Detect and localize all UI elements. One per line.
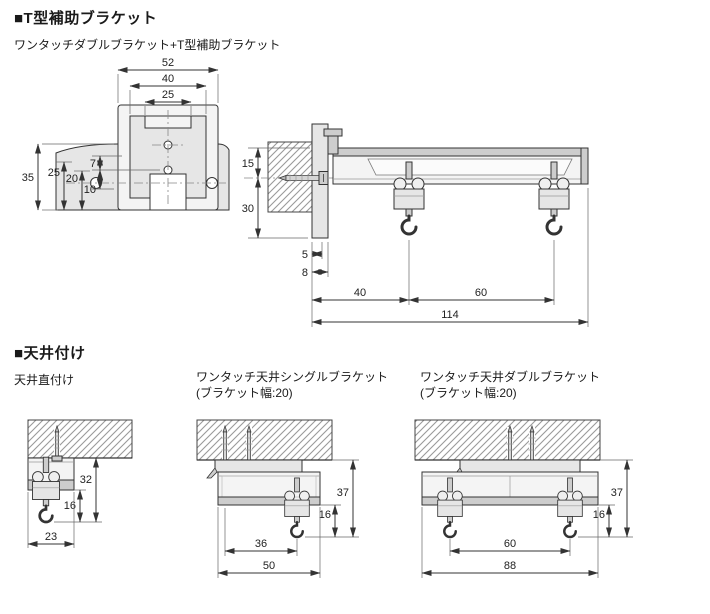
curtain-rail-side	[323, 128, 589, 185]
dim-side-runner-spacing: 60	[475, 287, 487, 299]
label-ceiling-double-line2: (ブラケット幅:20)	[420, 385, 517, 400]
ceiling-hatch	[27, 419, 133, 459]
ceiling-hatch	[196, 419, 333, 461]
dim-front-hole-offset-a: 7	[90, 158, 96, 170]
section-title-ceiling: ■天井付け	[14, 345, 86, 362]
ceiling-direct-diagram: 32 16 23	[27, 419, 133, 548]
label-ceiling-direct: 天井直付け	[14, 373, 75, 387]
dim-double-hook-span: 60	[504, 538, 516, 550]
dim-double-total-width: 88	[504, 560, 516, 572]
label-ceiling-single: ワンタッチ天井シングルブラケット (ブラケット幅:20)	[196, 370, 388, 401]
dim-front-mid-height: 25	[48, 167, 60, 179]
double-dimensions: 37 16 60 88	[421, 459, 633, 578]
section-subtitle-t-bracket: ワンタッチダブルブラケット+T型補助ブラケット	[14, 38, 281, 52]
dim-side-first-runner: 40	[354, 287, 366, 299]
wall-screw	[277, 171, 329, 185]
dim-direct-rail-width: 23	[45, 531, 57, 543]
front-left-dimensions: 35 25 20 7 10	[22, 143, 160, 211]
dim-front-inner-height: 20	[66, 173, 78, 185]
dim-double-total-drop: 37	[611, 487, 623, 499]
dim-single-inner-span: 36	[255, 538, 267, 550]
dim-side-above-center: 15	[242, 158, 254, 170]
dim-single-hook-drop: 16	[319, 509, 331, 521]
side-length-dimensions: 40 60 114	[311, 188, 589, 327]
dim-front-outer-width: 52	[162, 57, 174, 69]
dim-double-hook-drop: 16	[593, 509, 605, 521]
label-ceiling-single-line1: ワンタッチ天井シングルブラケット	[196, 370, 389, 384]
label-ceiling-double: ワンタッチ天井ダブルブラケット (ブラケット幅:20)	[420, 370, 600, 401]
ceiling-double-bracket-diagram: 37 16 60 88	[414, 419, 633, 578]
section-title-t-bracket: ■T型補助ブラケット	[14, 10, 158, 27]
ceiling-bracket	[206, 459, 303, 481]
dim-side-below-center: 30	[242, 203, 254, 215]
dim-side-offset-b: 8	[302, 267, 308, 279]
direct-dimensions: 32 16 23	[27, 457, 102, 548]
side-offset-dimensions: 5 8	[302, 242, 329, 327]
single-dimensions: 37 16 36 50	[217, 459, 359, 578]
dim-single-total-width: 50	[263, 560, 275, 572]
dim-front-total-height: 35	[22, 172, 34, 184]
front-top-dimensions: 52 40 25	[117, 57, 219, 115]
side-left-dimensions: 15 30	[242, 147, 310, 239]
t-bracket-side-view-diagram: 15 30 5 8 40 60 114	[242, 123, 589, 327]
dim-direct-hook-drop: 16	[64, 500, 76, 512]
dim-single-total-drop: 37	[337, 487, 349, 499]
label-ceiling-double-line1: ワンタッチ天井ダブルブラケット	[420, 370, 601, 384]
dim-front-mid-width: 40	[162, 73, 174, 85]
label-ceiling-single-line2: (ブラケット幅:20)	[196, 385, 293, 400]
dim-front-inner-width: 25	[162, 89, 174, 101]
ceiling-single-bracket-diagram: 37 16 36 50	[196, 419, 359, 578]
ceiling-screw	[51, 424, 63, 462]
dim-front-hole-offset-b: 10	[84, 184, 96, 196]
dim-side-offset-a: 5	[302, 249, 308, 261]
dim-side-total-length: 114	[441, 309, 459, 321]
dim-direct-total-drop: 32	[80, 474, 92, 486]
t-bracket-front-view-diagram: 52 40 25 35 25 20 7 10	[22, 57, 230, 211]
